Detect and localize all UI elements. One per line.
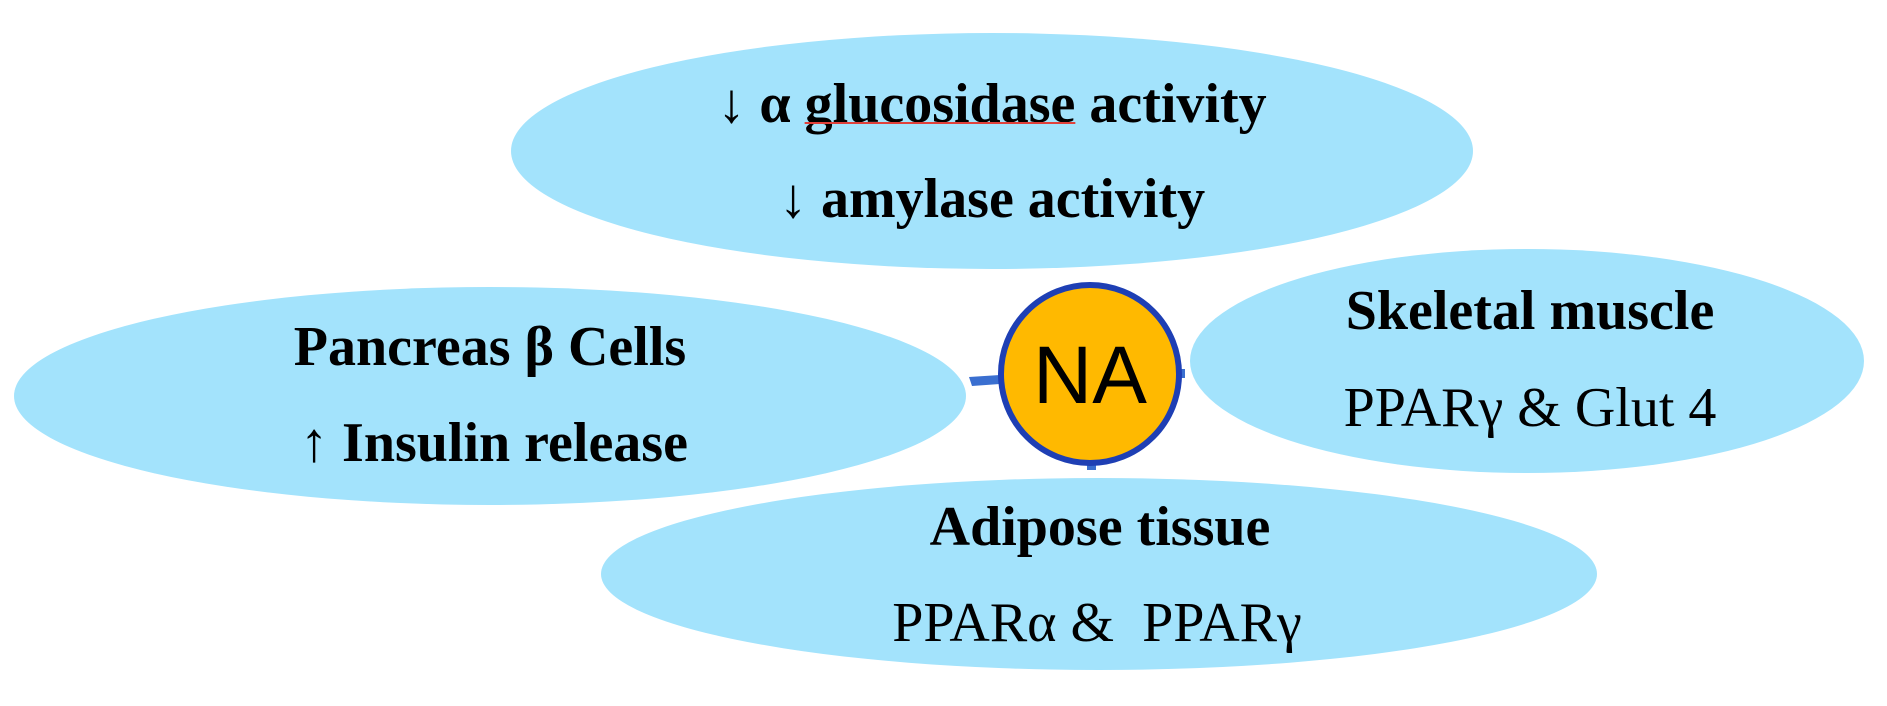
node-digestive-enzymes: ↓ α glucosidase activity ↓ amylase activ… [511,33,1473,269]
skeletal-muscle-title: Skeletal muscle [1346,280,1715,342]
node-skeletal-muscle: Skeletal muscle PPARγ & Glut 4 [1190,249,1864,473]
adipose-targets: PPARα & PPARγ [892,592,1302,654]
node-skeletal-muscle-ellipse [1190,249,1864,473]
insulin-release-label: ↑ Insulin release [300,412,688,474]
center-node-circle [998,282,1182,466]
pancreas-title: Pancreas β Cells [294,316,686,378]
activity-word: activity [1089,73,1266,135]
amylase-label: ↓ amylase activity [779,168,1205,230]
center-node: NA [998,282,1182,466]
connector-left [969,375,1000,386]
adipose-title: Adipose tissue [930,496,1271,558]
node-digestive-enzymes-ellipse [511,33,1473,269]
alpha-glucosidase-label: ↓ α glucosidase activity [717,73,1266,135]
glucosidase-word: glucosidase [805,73,1076,135]
node-pancreas-ellipse [14,287,966,505]
center-node-label: NA [1033,330,1147,421]
skeletal-muscle-targets: PPARγ & Glut 4 [1344,377,1717,439]
alpha-symbol: α [759,73,790,135]
node-pancreas: Pancreas β Cells ↑ Insulin release [14,287,966,505]
node-adipose: Adipose tissue PPARα & PPARγ [601,478,1597,670]
connector-bottom [1087,463,1096,470]
node-adipose-ellipse [601,478,1597,670]
down-arrow-icon: ↓ [717,73,745,135]
